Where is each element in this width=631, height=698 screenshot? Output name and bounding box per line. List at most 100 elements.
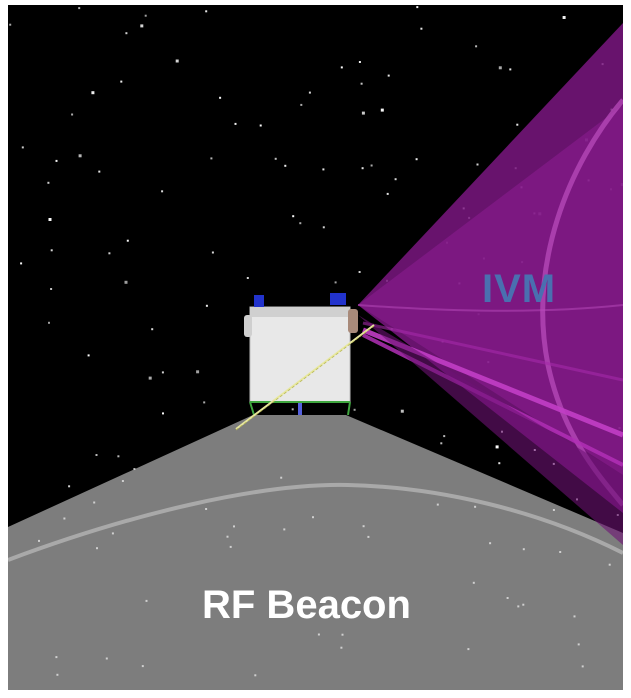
- star: [234, 122, 237, 125]
- thruster-right: [330, 293, 346, 305]
- surface-dot: [63, 517, 66, 520]
- surface-dot: [573, 615, 576, 618]
- surface-dot: [472, 581, 475, 584]
- star: [340, 66, 343, 69]
- surface-dot: [229, 545, 232, 548]
- surface-dot: [552, 509, 555, 511]
- surface-dot: [608, 563, 611, 566]
- star: [98, 170, 101, 173]
- star: [50, 288, 53, 290]
- star: [205, 304, 208, 307]
- star: [71, 113, 74, 116]
- star: [210, 157, 213, 160]
- star: [151, 328, 154, 331]
- star: [498, 66, 502, 70]
- star: [219, 96, 222, 99]
- surface-dot: [467, 648, 470, 651]
- surface-dot: [145, 599, 148, 602]
- star: [21, 146, 24, 149]
- star: [124, 280, 128, 284]
- surface-dot: [121, 480, 124, 482]
- planet-ridge: [8, 482, 623, 562]
- star: [48, 321, 50, 324]
- star: [400, 409, 404, 413]
- star: [9, 23, 12, 26]
- star: [162, 412, 164, 415]
- star: [498, 462, 501, 465]
- star: [144, 14, 147, 17]
- surface-dot: [559, 551, 562, 553]
- surface-dot: [443, 435, 446, 438]
- surface-dot: [38, 539, 40, 542]
- star: [360, 82, 363, 85]
- thruster-left: [254, 295, 264, 307]
- surface-dot: [522, 548, 525, 551]
- ivm-label: IVM: [482, 267, 557, 311]
- surface-dot: [141, 665, 144, 668]
- surface-dot: [95, 454, 98, 456]
- star: [440, 442, 443, 445]
- star: [47, 181, 50, 184]
- space-scene: [8, 5, 623, 690]
- star: [322, 168, 325, 171]
- star: [495, 445, 499, 449]
- star: [78, 154, 82, 158]
- surface-dot: [341, 633, 344, 636]
- surface-dots: [38, 435, 619, 677]
- star: [292, 215, 295, 218]
- surface-dot: [522, 603, 525, 606]
- surface-dot: [517, 605, 520, 608]
- star: [386, 192, 389, 195]
- star: [291, 408, 294, 411]
- star: [148, 376, 152, 380]
- star: [516, 123, 519, 126]
- surface-dot: [254, 674, 257, 677]
- star: [358, 61, 361, 63]
- surface-dot: [96, 547, 98, 550]
- surface-dot: [55, 656, 58, 659]
- surface-dot: [133, 468, 136, 470]
- scene-frame: IVM RF Beacon: [8, 5, 623, 690]
- star: [322, 226, 325, 229]
- rf-beacon-label: RF Beacon: [202, 583, 411, 627]
- star: [120, 80, 123, 83]
- surface-dot: [117, 455, 120, 458]
- star: [68, 485, 71, 488]
- surface-dot: [317, 633, 320, 636]
- surface-dot: [226, 535, 229, 538]
- star: [284, 164, 287, 167]
- star: [205, 10, 208, 13]
- star: [380, 108, 384, 112]
- star: [125, 32, 128, 35]
- star: [55, 159, 58, 162]
- star: [211, 251, 214, 254]
- surface-dot: [280, 476, 283, 479]
- surface-dot: [56, 673, 59, 676]
- star: [509, 68, 512, 71]
- star: [476, 163, 479, 166]
- surface-dot: [581, 665, 584, 668]
- surface-dot: [367, 535, 370, 538]
- star: [78, 7, 81, 10]
- star: [161, 190, 164, 193]
- star: [415, 158, 418, 161]
- star: [161, 371, 164, 374]
- star: [353, 408, 356, 411]
- star: [416, 6, 419, 9]
- star: [420, 27, 423, 30]
- star: [48, 218, 52, 221]
- star: [259, 124, 262, 127]
- star: [20, 262, 23, 265]
- star: [300, 103, 303, 106]
- ivm-field-of-view: [357, 23, 623, 545]
- star: [91, 91, 95, 95]
- surface-dot: [105, 657, 108, 660]
- star: [246, 277, 249, 279]
- star: [475, 45, 478, 48]
- surface-dot: [233, 525, 235, 528]
- rf-beam-line: [235, 324, 375, 430]
- spacecraft: [244, 293, 358, 416]
- star: [274, 157, 277, 160]
- star: [175, 59, 179, 63]
- surface-dot: [283, 528, 286, 531]
